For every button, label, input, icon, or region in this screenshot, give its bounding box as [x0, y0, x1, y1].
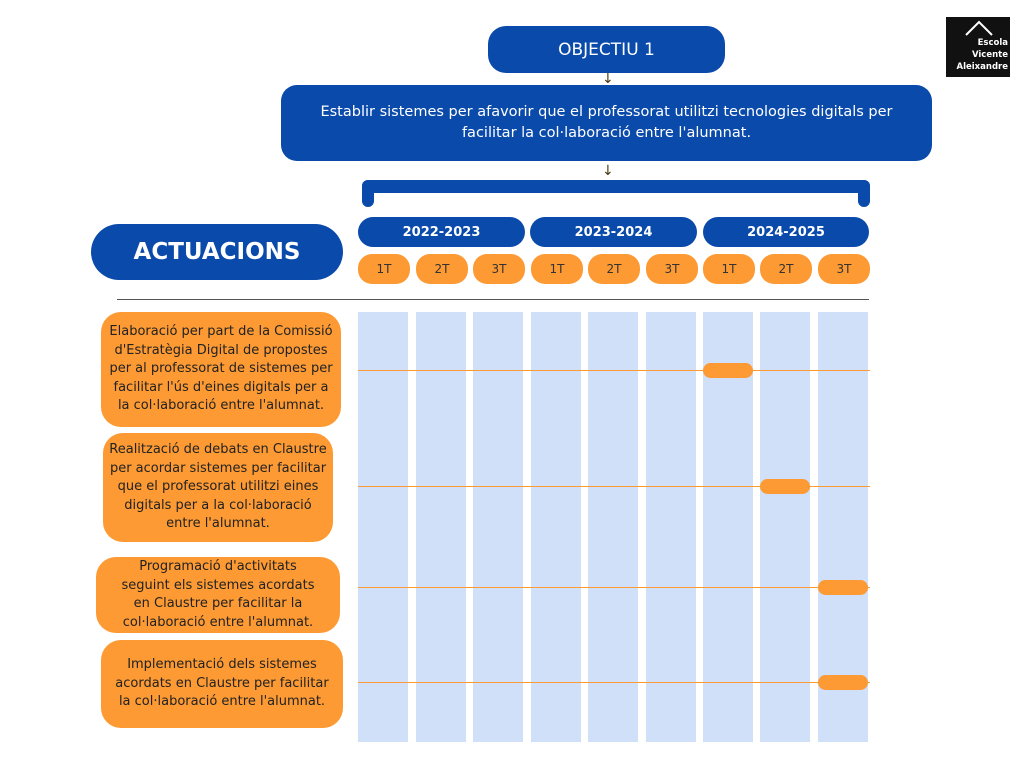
- quarter-header: 1T: [531, 254, 583, 284]
- timeline-line: [358, 682, 870, 683]
- action-item: Implementació dels sistemes acordats en …: [101, 640, 343, 728]
- schedule-marker: [760, 479, 810, 494]
- divider: [117, 299, 869, 300]
- action-item: Elaboració per part de la Comissió d'Est…: [101, 312, 341, 427]
- quarter-header: 2T: [588, 254, 640, 284]
- quarter-header: 3T: [646, 254, 698, 284]
- schedule-marker: [703, 363, 753, 378]
- quarter-column: [416, 312, 466, 742]
- objective-description: Establir sistemes per afavorir que el pr…: [281, 85, 932, 161]
- roof-icon: [965, 20, 993, 36]
- action-item: Programació d'activitats seguint els sis…: [96, 557, 340, 633]
- quarter-header: 2T: [760, 254, 812, 284]
- quarter-header: 3T: [818, 254, 870, 284]
- quarter-column: [646, 312, 696, 742]
- quarter-header: 2T: [416, 254, 468, 284]
- quarter-header: 1T: [358, 254, 410, 284]
- logo-text: Escola Vicente Aleixandre: [956, 38, 1008, 72]
- quarter-header: 1T: [703, 254, 755, 284]
- timeline-line: [358, 486, 870, 487]
- arrow-down-icon: ↓: [602, 71, 614, 87]
- arrow-down-icon: ↓: [602, 163, 614, 179]
- quarter-column: [818, 312, 868, 742]
- actuacions-label: ACTUACIONS: [91, 224, 343, 280]
- quarter-header: 3T: [473, 254, 525, 284]
- year-header: 2024-2025: [703, 217, 869, 247]
- quarter-column: [760, 312, 810, 742]
- quarter-column: [703, 312, 753, 742]
- timeline-line: [358, 370, 870, 371]
- bracket: [362, 180, 870, 207]
- action-item: Realització de debats en Claustre per ac…: [103, 433, 333, 542]
- quarter-column: [531, 312, 581, 742]
- quarter-column: [358, 312, 408, 742]
- quarter-column: [588, 312, 638, 742]
- school-logo: Escola Vicente Aleixandre: [946, 17, 1010, 77]
- schedule-marker: [818, 675, 868, 690]
- quarter-column: [473, 312, 523, 742]
- schedule-marker: [818, 580, 868, 595]
- year-header: 2022-2023: [358, 217, 525, 247]
- timeline-line: [358, 587, 870, 588]
- year-header: 2023-2024: [530, 217, 697, 247]
- objective-title: OBJECTIU 1: [488, 26, 725, 73]
